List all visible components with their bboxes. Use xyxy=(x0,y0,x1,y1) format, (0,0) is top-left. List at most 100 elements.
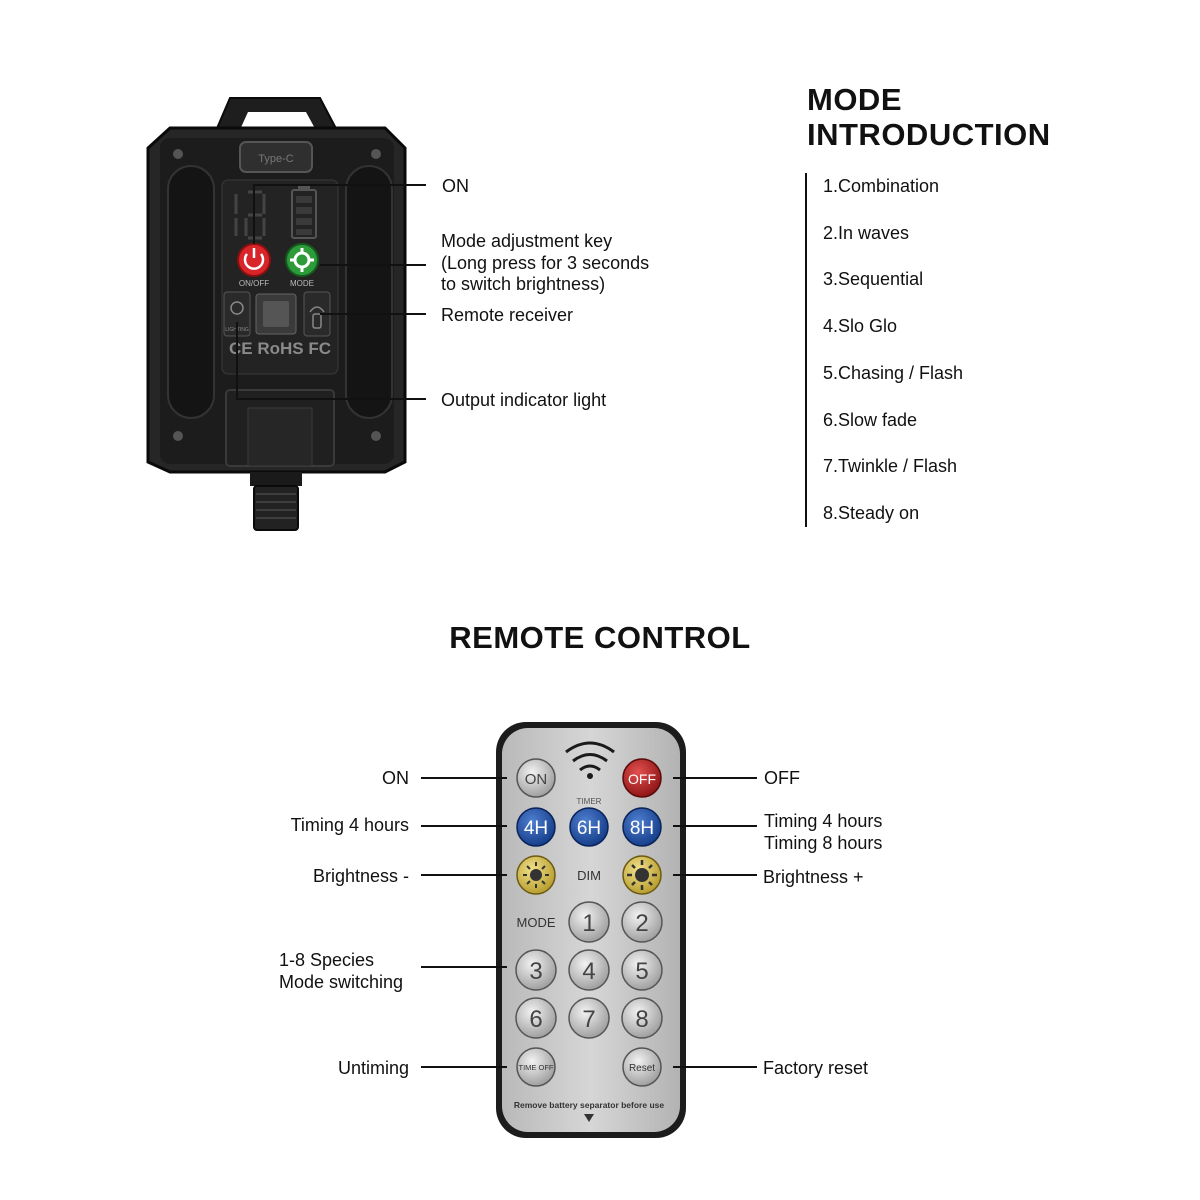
timer-6h-button[interactable]: 6H xyxy=(569,807,609,847)
callout-on: ON xyxy=(442,176,469,196)
bulb-icon xyxy=(230,301,244,315)
sun-icon xyxy=(530,869,542,881)
gear-icon xyxy=(293,251,311,269)
on-off-button[interactable] xyxy=(237,243,271,277)
svg-text:1: 1 xyxy=(582,910,595,937)
callout-line-remote-off xyxy=(673,777,757,779)
type-c-port[interactable] xyxy=(239,141,313,173)
mode-item: 2.In waves xyxy=(823,223,910,243)
callout-line-untiming xyxy=(421,1066,507,1068)
svg-text:5: 5 xyxy=(635,958,648,985)
remote-callout-off: OFF xyxy=(764,768,800,788)
brightness-plus-button[interactable] xyxy=(622,855,662,895)
mode-7-button[interactable]: 7 xyxy=(568,997,610,1039)
callout-output-indicator: Output indicator light xyxy=(441,390,607,410)
svg-text:OFF: OFF xyxy=(628,771,656,787)
mode-item: 7.Twinkle / Flash xyxy=(823,456,958,476)
remote-callout-brightness-minus: Brightness - xyxy=(312,866,409,886)
left-grip xyxy=(167,165,215,419)
callout-mode-key-1: Mode adjustment key xyxy=(441,231,613,251)
mode-button[interactable] xyxy=(285,243,319,277)
remote-callout-untiming: Untiming xyxy=(337,1058,409,1078)
callout-line-brightness-plus xyxy=(673,874,757,876)
screw-icon xyxy=(173,149,183,159)
mode-intro-title-line2: INTRODUCTION xyxy=(807,117,1051,152)
callout-line-receiver xyxy=(320,313,426,315)
battery-note: Remove battery separator before use xyxy=(514,1100,664,1110)
mode-item: 5.Chasing / Flash xyxy=(823,363,964,383)
remote-control: ON OFF TIMER 4H 6H 8H DIM xyxy=(496,722,686,1138)
remote-callout-brightness-plus: Brightness + xyxy=(763,867,864,887)
cert-marks: CE RoHS FC xyxy=(229,339,331,358)
output-connector xyxy=(250,472,302,486)
callout-line-brightness-minus xyxy=(421,874,507,876)
timer-8h-button[interactable]: 8H xyxy=(622,807,662,847)
mode-5-button[interactable]: 5 xyxy=(621,949,663,991)
callout-mode-key-2: (Long press for 3 seconds xyxy=(441,253,650,273)
dim-label: DIM xyxy=(577,868,601,883)
remote-callout-species-2: Mode switching xyxy=(279,972,404,992)
remote-callout-timing-right-2: Timing 8 hours xyxy=(764,833,883,853)
screw-icon xyxy=(371,149,381,159)
callout-line-mode xyxy=(320,264,426,266)
mode-6-button[interactable]: 6 xyxy=(515,997,557,1039)
callout-line-timing-left xyxy=(421,825,507,827)
mode-label: MODE xyxy=(517,915,556,930)
remote-control-title: REMOTE CONTROL xyxy=(449,620,751,655)
type-c-label: Type-C xyxy=(258,153,294,165)
mode-list-bar xyxy=(805,173,807,527)
screw-icon xyxy=(173,431,183,441)
remote-callout-species-1: 1-8 Species xyxy=(279,950,375,970)
svg-text:6H: 6H xyxy=(577,818,601,839)
mode-item: 1.Combination xyxy=(823,176,940,196)
callout-line-timing-right xyxy=(673,825,757,827)
remote-callout-factory-reset: Factory reset xyxy=(763,1058,869,1078)
callout-line-output xyxy=(236,398,426,400)
brightness-minus-button[interactable] xyxy=(516,855,556,895)
callout-line-factory-reset xyxy=(673,1066,757,1068)
callout-mode-key-3: to switch brightness) xyxy=(441,274,606,294)
mode-label: MODE xyxy=(290,279,314,288)
svg-text:8: 8 xyxy=(635,1006,648,1033)
svg-text:ON: ON xyxy=(525,771,548,788)
mode-item: 6.Slow fade xyxy=(823,410,918,430)
on-off-label: ON/OFF xyxy=(239,279,269,288)
remote-callout-timing-left: Timing 4 hours xyxy=(290,815,409,835)
svg-text:7: 7 xyxy=(582,1006,595,1033)
mode-4-button[interactable]: 4 xyxy=(568,949,610,991)
remote-off-button[interactable]: OFF xyxy=(622,758,662,798)
reset-button[interactable]: Reset xyxy=(622,1047,662,1087)
svg-text:2: 2 xyxy=(635,910,648,937)
callout-line-remote-on xyxy=(421,777,507,779)
sun-icon xyxy=(635,868,649,882)
digit-display xyxy=(234,190,266,240)
svg-text:4H: 4H xyxy=(524,818,548,839)
signal-icon xyxy=(309,306,325,313)
right-grip xyxy=(345,165,393,419)
mode-2-button[interactable]: 2 xyxy=(621,901,663,943)
mode-item: 3.Sequential xyxy=(823,269,924,289)
ir-signal-icon xyxy=(565,741,615,779)
mode-intro-title: MODE INTRODUCTION xyxy=(807,82,1051,152)
timer-label: TIMER xyxy=(577,797,602,806)
svg-text:TIME OFF: TIME OFF xyxy=(519,1063,554,1072)
battery-icon xyxy=(291,186,317,239)
remote-on-button[interactable]: ON xyxy=(516,758,556,798)
timer-4h-button[interactable]: 4H xyxy=(516,807,556,847)
mode-8-button[interactable]: 8 xyxy=(621,997,663,1039)
power-icon xyxy=(243,253,265,270)
mode-3-button[interactable]: 3 xyxy=(515,949,557,991)
time-off-button[interactable]: TIME OFF xyxy=(516,1047,556,1087)
svg-text:6: 6 xyxy=(529,1006,542,1033)
mode-item: 8.Steady on xyxy=(823,503,920,523)
svg-text:4: 4 xyxy=(582,958,595,985)
callout-line-on xyxy=(253,184,426,186)
svg-text:8H: 8H xyxy=(630,818,654,839)
mode-1-button[interactable]: 1 xyxy=(568,901,610,943)
callout-remote-receiver: Remote receiver xyxy=(441,305,574,325)
mode-item: 4.Slo Glo xyxy=(823,316,898,336)
remote-callout-timing-right-1: Timing 4 hours xyxy=(764,811,883,831)
arrow-down-icon xyxy=(584,1114,594,1122)
svg-text:3: 3 xyxy=(529,958,542,985)
svg-text:Reset: Reset xyxy=(629,1063,655,1074)
